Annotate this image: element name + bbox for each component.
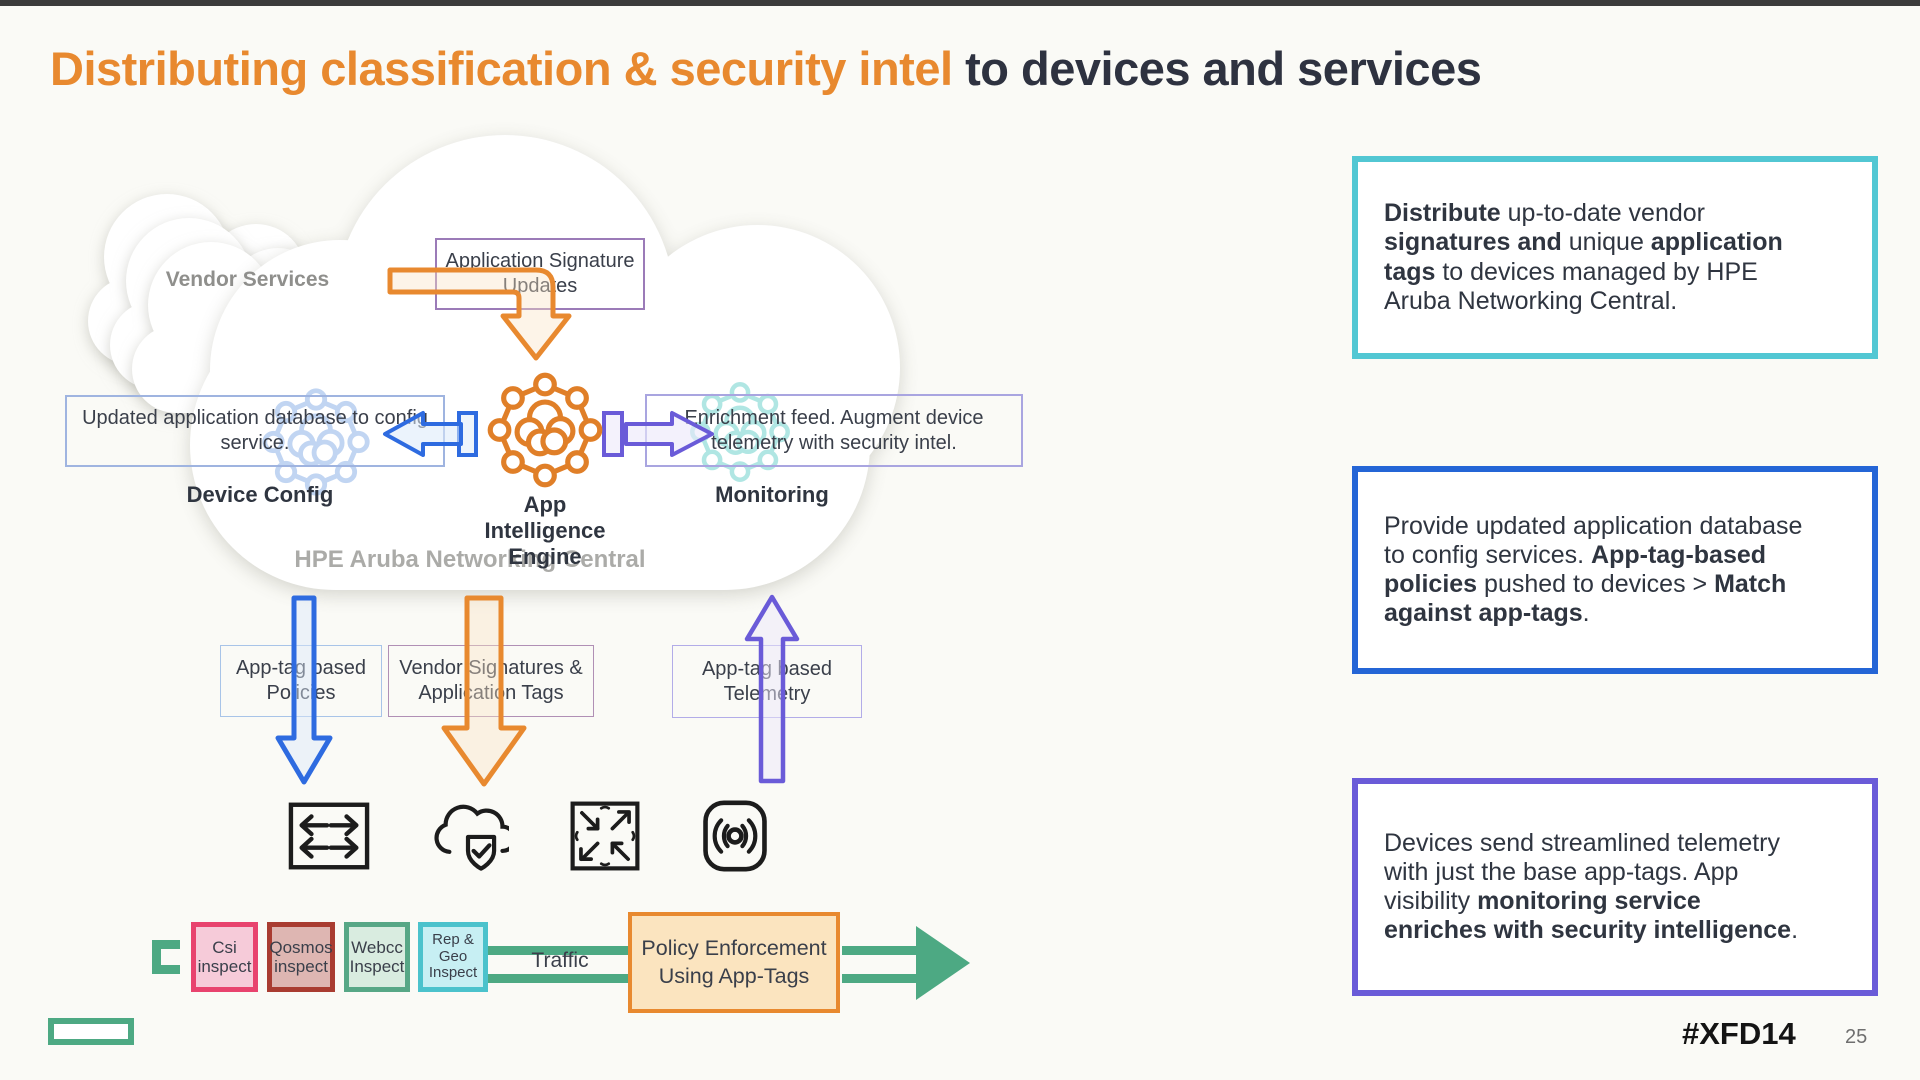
callout-text: Distribute up-to-date vendor signatures … bbox=[1384, 199, 1783, 315]
engine-to-config-arrow bbox=[383, 411, 478, 457]
updated-database-box: Updated application database to config s… bbox=[65, 395, 445, 467]
title-rest: to devices and services bbox=[952, 42, 1482, 95]
central-cloud-label: HPE Aruba Networking Central bbox=[294, 546, 646, 573]
page-title: Distributing classification & security i… bbox=[50, 42, 1650, 97]
inspect-box-rep-geo: Rep & Geo Inspect bbox=[418, 922, 488, 992]
traffic-arrowhead bbox=[916, 926, 970, 1000]
traffic-pipe bbox=[842, 974, 918, 983]
policy-enforcement-box: Policy Enforcement Using App-Tags bbox=[628, 912, 840, 1013]
title-highlight: Distributing classification & security i… bbox=[50, 42, 953, 95]
callout-distribute: Distribute up-to-date vendor signatures … bbox=[1352, 156, 1878, 359]
access-point-icon bbox=[703, 800, 767, 872]
event-hashtag: #XFD14 bbox=[1682, 1016, 1796, 1051]
hpe-logo bbox=[48, 1018, 134, 1045]
traffic-start-bracket bbox=[152, 940, 180, 974]
callout-provide: Provide updated application database to … bbox=[1352, 466, 1878, 674]
inspect-box-qosmos: Qosmos inspect bbox=[267, 922, 335, 992]
device-config-label: Device Config bbox=[186, 482, 334, 507]
inspect-box-csi: Csi inspect bbox=[191, 922, 258, 992]
callout-telemetry: Devices send streamlined telemetry with … bbox=[1352, 778, 1878, 996]
monitoring-label: Monitoring bbox=[715, 482, 829, 507]
cloud-security-icon bbox=[434, 804, 509, 871]
traffic-pipe bbox=[488, 974, 629, 983]
application-signature-updates-box: Application Signature Updates bbox=[435, 238, 645, 310]
traffic-pipe bbox=[842, 946, 918, 955]
inspect-box-webcc: Webcc Inspect bbox=[344, 922, 410, 992]
app-intelligence-engine-label: App Intelligence Engine bbox=[484, 492, 606, 569]
page-number: 25 bbox=[1845, 1026, 1868, 1048]
telemetry-up-arrow bbox=[744, 594, 800, 784]
callout-text: Devices send streamlined telemetry with … bbox=[1384, 828, 1799, 945]
callout-text: Provide updated application database to … bbox=[1384, 511, 1803, 628]
switch-icon bbox=[288, 802, 370, 870]
traffic-label: Traffic bbox=[531, 949, 589, 972]
vendor-services-label: Vendor Services bbox=[165, 268, 330, 291]
signature-updates-arrow bbox=[387, 267, 572, 361]
top-border-bar bbox=[0, 0, 1920, 6]
app-intelligence-engine-icon bbox=[483, 368, 607, 492]
enrichment-feed-box: Enrichment feed. Augment device telemetr… bbox=[645, 394, 1023, 467]
engine-to-monitoring-arrow bbox=[602, 411, 714, 457]
policies-down-arrow bbox=[275, 595, 333, 785]
gateway-icon bbox=[570, 801, 640, 871]
vendor-signatures-box: Vendor Signatures & Application Tags bbox=[388, 645, 594, 717]
signatures-down-arrow bbox=[441, 595, 527, 787]
traffic-pipe bbox=[488, 946, 629, 955]
app-tag-policies-box: App-tag based Policies bbox=[220, 645, 382, 717]
